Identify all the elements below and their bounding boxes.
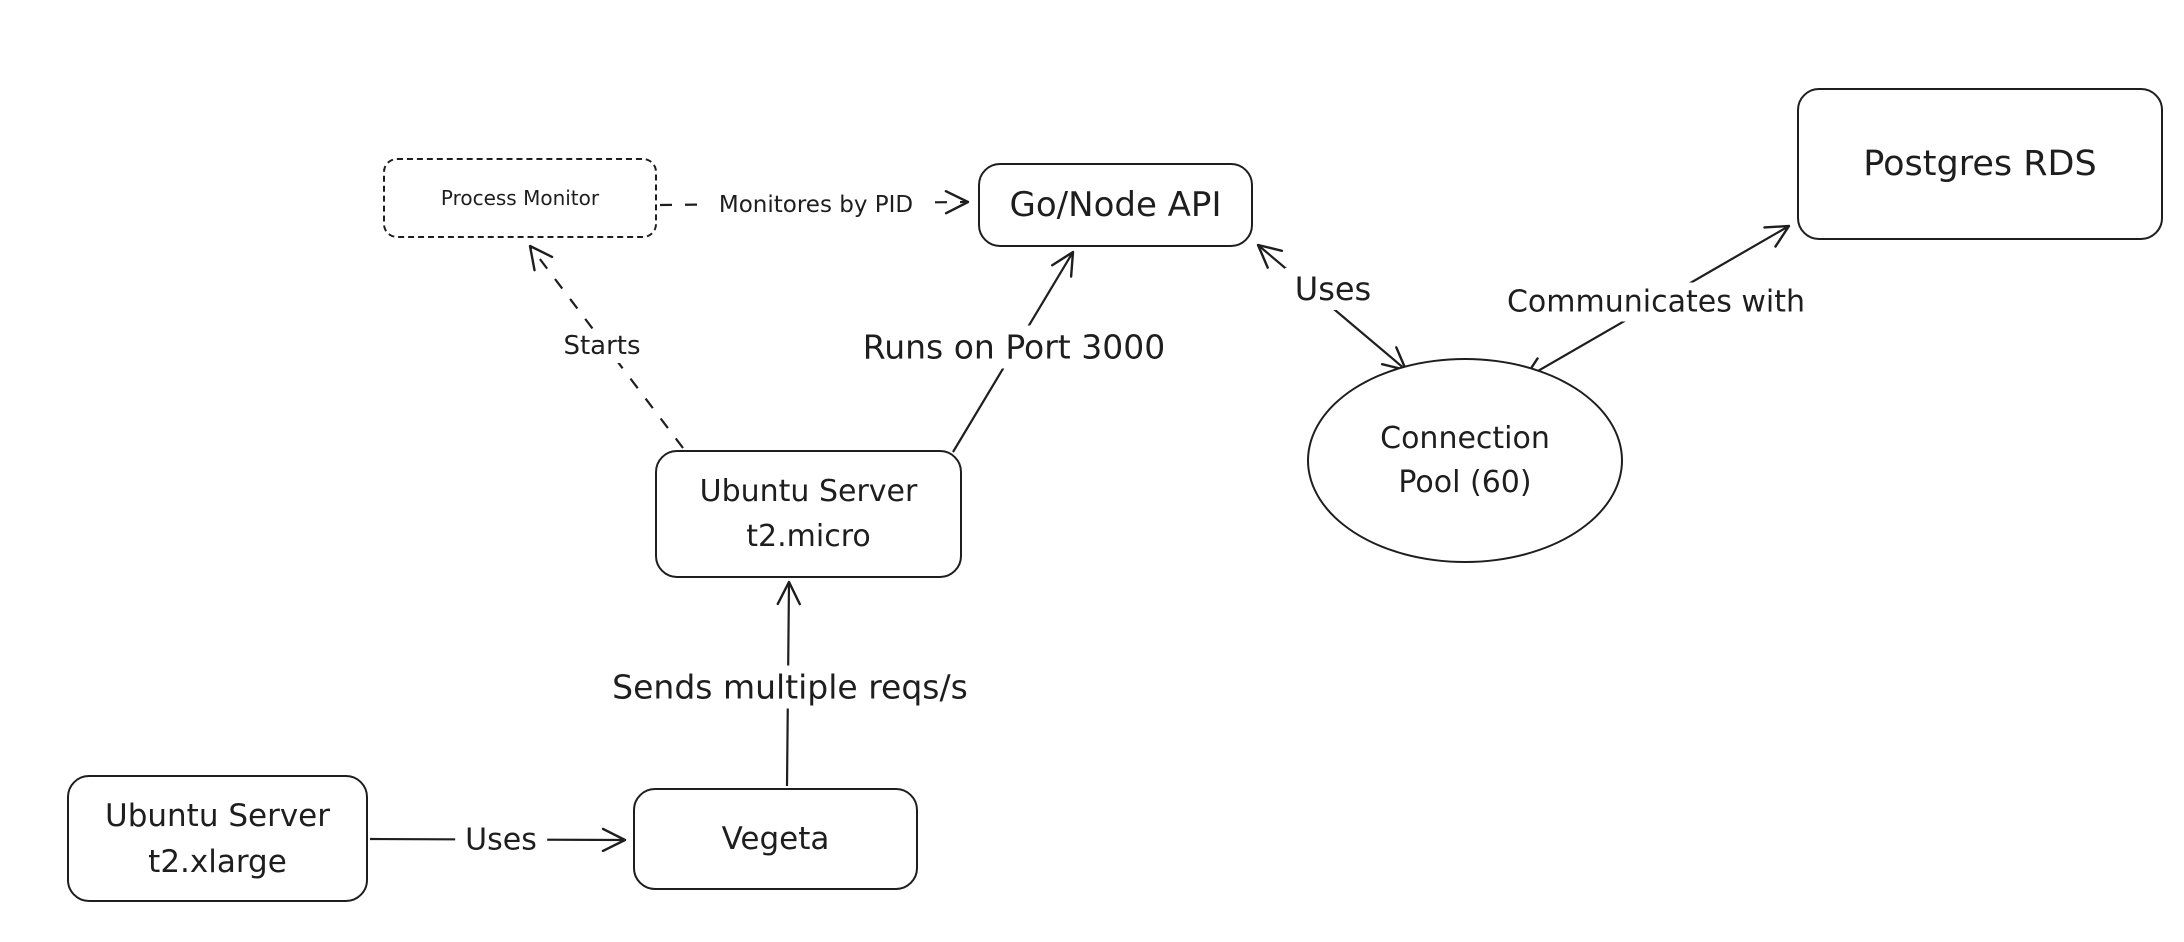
edge-label-uses-pool: Uses (1284, 268, 1382, 310)
node-ubuntu-server-t2-micro: Ubuntu Server t2.micro (655, 450, 962, 578)
edge-label-communicates-with: Communicates with (1496, 282, 1816, 322)
node-connection-pool-label-line2: Pool (60) (1398, 464, 1532, 500)
node-ubuntu-xlarge-label-line1: Ubuntu Server (105, 797, 330, 834)
node-vegeta: Vegeta (633, 788, 918, 890)
node-ubuntu-micro-label-line2: t2.micro (746, 519, 871, 554)
node-go-node-api: Go/Node API (978, 163, 1253, 247)
node-process-monitor-label: Process Monitor (440, 186, 600, 210)
node-ubuntu-micro-label-line1: Ubuntu Server (699, 474, 918, 509)
node-process-monitor: Process Monitor (383, 158, 657, 238)
node-connection-pool: Connection Pool (60) (1307, 358, 1623, 563)
node-postgres-rds-label: Postgres RDS (1863, 144, 2097, 184)
edge-label-monitores-by-pid: Monitores by PID (708, 190, 924, 220)
node-ubuntu-server-t2-xlarge: Ubuntu Server t2.xlarge (67, 775, 368, 902)
node-connection-pool-label-line1: Connection (1380, 420, 1550, 456)
node-postgres-rds: Postgres RDS (1797, 88, 2163, 240)
node-go-node-api-label: Go/Node API (1009, 185, 1222, 225)
edge-label-sends-multiple-reqs: Sends multiple reqs/s (602, 665, 978, 709)
edge-label-runs-on-port-3000: Runs on Port 3000 (852, 325, 1176, 369)
edge-label-uses-vegeta: Uses (455, 820, 547, 860)
node-vegeta-label: Vegeta (721, 821, 830, 857)
node-ubuntu-xlarge-label-line2: t2.xlarge (148, 843, 287, 880)
edge-label-starts: Starts (553, 329, 651, 363)
